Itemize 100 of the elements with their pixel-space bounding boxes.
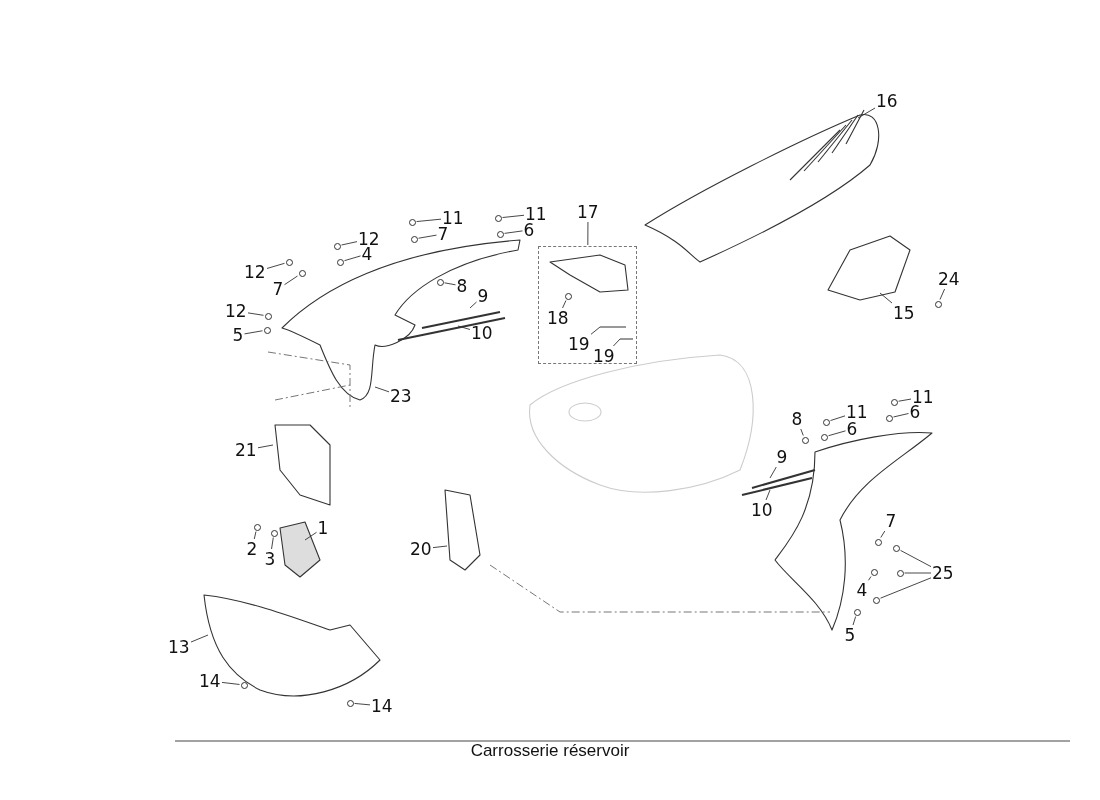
callout-number: 7 [437, 225, 449, 243]
fastener-circle [896, 569, 904, 577]
callout-number: 10 [751, 501, 773, 519]
callout-number: 7 [272, 280, 284, 298]
leader-line [939, 288, 946, 300]
callout-number: 12 [225, 302, 247, 320]
fastener-circle [298, 269, 306, 277]
callout-number: 20 [410, 540, 432, 558]
leader-line [769, 466, 777, 479]
callout-number: 14 [371, 697, 393, 715]
callout-number: 1 [317, 519, 329, 537]
leader-line [244, 330, 263, 335]
leader-line [879, 292, 893, 304]
caption: Carrosserie réservoir [469, 741, 631, 761]
fastener-circle [892, 544, 900, 552]
leader-line [253, 531, 257, 540]
fastener-circle [564, 292, 572, 300]
leader-line [354, 702, 371, 706]
callout-number: 11 [912, 388, 934, 406]
dashed-group-frame [538, 246, 637, 364]
callout-number: 7 [885, 512, 897, 530]
fastener-circle [263, 326, 271, 334]
leader-line [416, 218, 442, 222]
leader-line [893, 413, 909, 418]
fastener-circle [253, 523, 261, 531]
callout-number: 12 [244, 263, 266, 281]
leader-line [612, 338, 621, 347]
callout-number: 21 [235, 441, 257, 459]
callout-number: 6 [523, 221, 535, 239]
callout-number: 2 [246, 540, 258, 558]
callout-number: 8 [791, 410, 803, 428]
callout-number: 5 [232, 326, 244, 344]
callout-number: 12 [358, 230, 380, 248]
leader-line [221, 681, 240, 685]
leader-line [271, 537, 274, 550]
leader-line [304, 531, 317, 541]
fastener-circle [822, 418, 830, 426]
leader-line [374, 386, 390, 393]
leader-line [590, 326, 601, 335]
callout-number: 19 [593, 347, 615, 365]
callout-number: 23 [390, 387, 412, 405]
leader-line [457, 325, 471, 330]
leader-line [266, 262, 285, 269]
leader-line [504, 230, 523, 234]
callout-number: 11 [846, 403, 868, 421]
callout-number: 4 [856, 581, 868, 599]
callout-number: 24 [938, 270, 960, 288]
leader-line [587, 221, 589, 246]
leader-line [898, 398, 912, 402]
callout-number: 25 [932, 564, 954, 582]
callout-number: 15 [893, 304, 915, 322]
leader-line [828, 430, 846, 437]
callout-number: 6 [846, 420, 858, 438]
callout-number: 19 [568, 335, 590, 353]
fastener-circle [885, 414, 893, 422]
leader-line [469, 301, 477, 309]
fastener-circle [872, 596, 880, 604]
leader-line [900, 549, 932, 568]
leader-line [247, 312, 264, 316]
leader-line [284, 275, 298, 286]
fastener-circle [496, 230, 504, 238]
leader-line [257, 444, 274, 449]
leader-line [800, 428, 804, 436]
leader-line [502, 214, 525, 218]
leader-line [341, 241, 358, 246]
leader-line [904, 572, 932, 574]
leader-line [857, 107, 876, 119]
fastener-circle [270, 529, 278, 537]
fastener-circle [820, 433, 828, 441]
fastener-circle [494, 214, 502, 222]
callout-number: 11 [525, 205, 547, 223]
leader-line [852, 616, 857, 626]
fastener-circle [870, 568, 878, 576]
leader-line [562, 300, 567, 309]
fastener-circle [240, 681, 248, 689]
leader-line [880, 577, 932, 599]
callout-number: 9 [776, 448, 788, 466]
leader-line [880, 530, 886, 538]
leader-line [432, 545, 448, 549]
callout-number: 3 [264, 550, 276, 568]
leader-line [190, 634, 209, 643]
leader-line [830, 415, 846, 421]
leader-line [344, 255, 361, 262]
fastener-circle [285, 258, 293, 266]
fastener-circle [801, 436, 809, 444]
callout-number: 5 [844, 626, 856, 644]
callout-number: 8 [456, 277, 468, 295]
fastener-circle [408, 218, 416, 226]
fastener-circle [853, 608, 861, 616]
fastener-circle [934, 300, 942, 308]
callout-number: 9 [477, 287, 489, 305]
fastener-circle [410, 235, 418, 243]
callout-number: 10 [471, 324, 493, 342]
fastener-circle [264, 312, 272, 320]
callout-number: 18 [547, 309, 569, 327]
leader-line [418, 234, 437, 239]
callout-number: 17 [577, 203, 599, 221]
leader-line [765, 489, 771, 501]
fastener-circle [346, 699, 354, 707]
fastener-circle [436, 278, 444, 286]
